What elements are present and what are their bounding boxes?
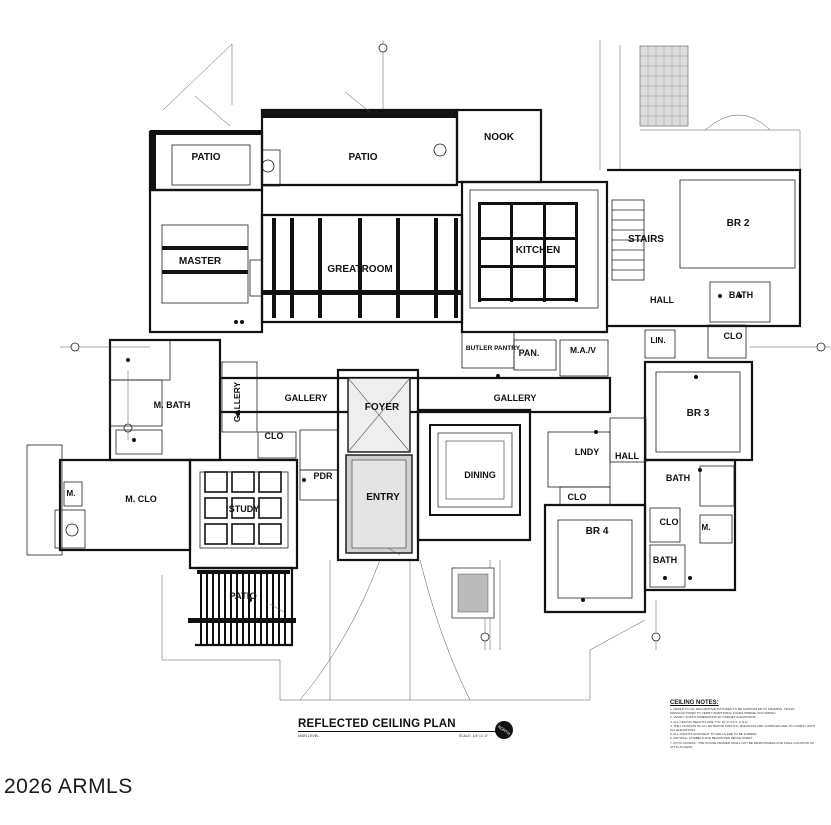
label-entry: ENTRY: [366, 492, 400, 503]
label-hall-upper: HALL: [650, 295, 674, 305]
label-mav: M.A./V: [570, 345, 596, 355]
patio-rafters: [200, 574, 286, 644]
label-patio-left: PATIO: [191, 152, 220, 163]
label-br2: BR 2: [727, 218, 750, 229]
ceiling-notes-title: CEILING NOTES:: [670, 700, 719, 706]
label-clo-lower: CLO: [568, 492, 587, 502]
label-gallery-right: GALLERY: [494, 393, 537, 403]
label-bath-br3: BATH: [666, 473, 690, 483]
roof-hatch: [639, 45, 689, 127]
ceiling-beams: [150, 110, 578, 644]
ceiling-notes: CEILING NOTES: 1. REFER TO ALL DECORATIV…: [670, 700, 820, 749]
scale-row: MAIN LEVEL SCALE: 1/4"=1'-0": [298, 734, 488, 738]
title-block: REFLECTED CEILING PLAN MAIN LEVEL SCALE:…: [298, 718, 498, 738]
label-br3: BR 3: [687, 408, 710, 419]
foyer-vault: [345, 377, 413, 554]
note-line: 6. DRYWALL CORBELS AND BEAMS PER DETAIL …: [670, 736, 753, 741]
callout-lines: [194, 91, 401, 613]
label-lin: LIN.: [650, 336, 665, 345]
grid-marker-top: [378, 43, 388, 53]
label-patio-bottom: PATIO: [229, 591, 257, 602]
label-gallery-vertical: GALLERY: [232, 382, 242, 423]
grid-marker-right: [816, 342, 826, 352]
dining-tray: [429, 424, 521, 516]
spa: [451, 567, 495, 619]
grid-marker-bottom-right: [651, 632, 661, 642]
label-stairs: STAIRS: [628, 234, 664, 245]
label-gallery-left: GALLERY: [285, 393, 328, 403]
label-study: STUDY: [229, 504, 260, 514]
note-line: 5. ALL SOFFITS ADJACENT TO WALLS ARE TO …: [670, 732, 758, 737]
watermark: 2026 ARMLS: [4, 775, 133, 798]
note-line: 3. ALL CEILING HEIGHTS ARE TYP. 10'-0" A…: [670, 719, 749, 724]
label-clo-upper: CLO: [724, 331, 743, 341]
interior-walls: [26, 144, 796, 599]
note-line: 2. VERIFY SOFFIT DIMENSIONS W/ CABINET E…: [670, 715, 757, 720]
label-butler-pantry: BUTLER PANTRY: [466, 345, 521, 352]
room-labels: NOOK PATIO PATIO MASTER GREATROOM KITCHE…: [67, 132, 754, 602]
label-hall-lower: HALL: [615, 451, 639, 461]
label-bath-br2: BATH: [729, 290, 753, 300]
study-coffers: [204, 471, 282, 545]
label-patio-center: PATIO: [348, 152, 377, 163]
note-line: 7. ATTIC ACCESS - THE HOUSE FRAMER SHALL…: [670, 740, 815, 749]
label-m-bath: M. BATH: [154, 400, 191, 410]
grid-marker-bottom-mid: [480, 632, 490, 642]
grid-marker-left-low: [123, 423, 133, 433]
scale-label: SCALE: 1/4"=1'-0": [458, 734, 488, 738]
label-clo-mid: CLO: [265, 431, 284, 441]
note-line: 1. REFER TO ALL DECORATIVE FIXTURES TO B…: [670, 707, 795, 716]
label-greatroom: GREATROOM: [327, 264, 392, 275]
north-arrow-icon: NORTH: [495, 721, 513, 739]
exterior-walls: [58, 108, 802, 647]
label-nook: NOOK: [484, 132, 515, 143]
label-br4: BR 4: [586, 526, 609, 537]
sheet-label: MAIN LEVEL: [298, 734, 320, 738]
label-pan: PAN.: [519, 348, 540, 358]
label-bath-br4: BATH: [653, 555, 677, 565]
label-lndy: LNDY: [575, 447, 600, 457]
label-master: MASTER: [179, 256, 222, 267]
label-m-br4: M.: [702, 523, 711, 532]
label-dining: DINING: [464, 470, 496, 480]
plan-title: REFLECTED CEILING PLAN: [298, 718, 498, 732]
label-m-clo: M. CLO: [125, 494, 157, 504]
fixtures: [65, 143, 742, 602]
grid-marker-left: [70, 342, 80, 352]
note-line: 4. THE LOCATION OF ALL EXTERIOR SOFFITS,…: [670, 723, 815, 733]
label-foyer: FOYER: [365, 402, 400, 413]
ceiling-notes-body: 1. REFER TO ALL DECORATIVE FIXTURES TO B…: [670, 707, 820, 749]
label-m-small: M.: [67, 489, 76, 498]
label-pdr: PDR: [313, 471, 333, 481]
label-kitchen: KITCHEN: [516, 245, 560, 256]
label-clo-br4: CLO: [660, 517, 679, 527]
north-arrow: NORTH: [494, 720, 514, 745]
